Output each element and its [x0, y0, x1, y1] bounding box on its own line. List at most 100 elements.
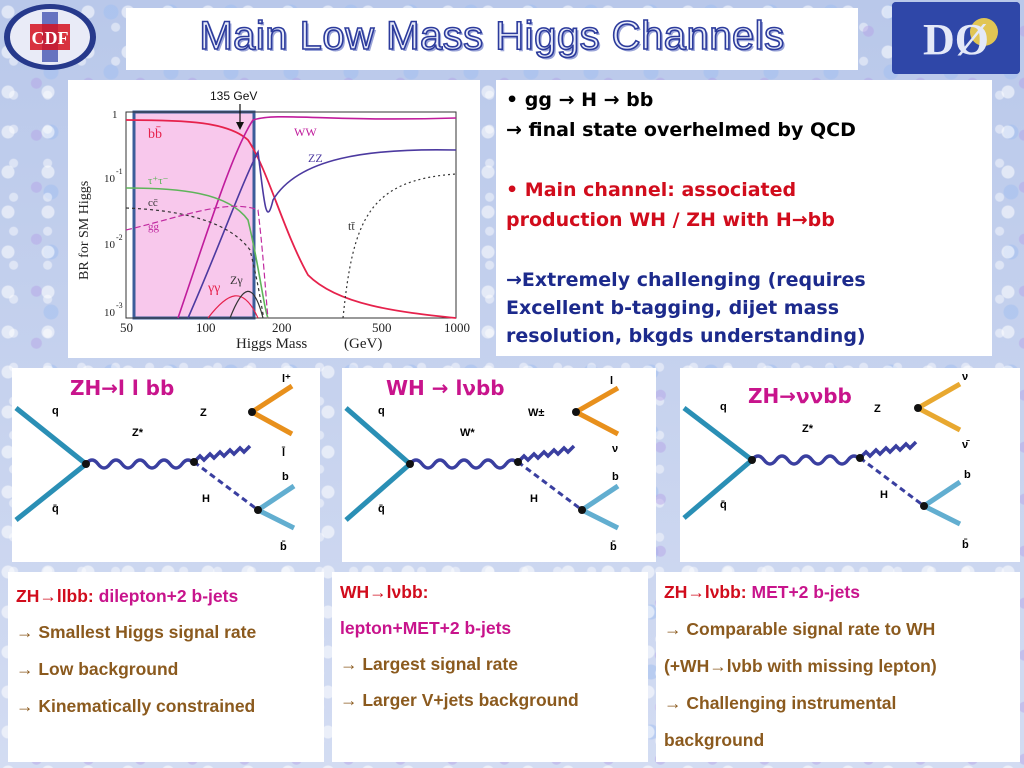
label-h: H — [880, 489, 888, 501]
branching-ratio-plot: 1 10 -1 10 -2 10 -3 50 100 200 500 1000 … — [68, 80, 480, 358]
label-gg: gg — [148, 221, 160, 233]
bullet-2-line-1: Main channel: associated — [524, 179, 797, 201]
label-b2: b̄ — [280, 541, 287, 553]
bullet-panel: • gg → H → bb → final state overhelmed b… — [496, 80, 992, 356]
curve-tt — [342, 173, 457, 319]
label-v: Z — [874, 403, 881, 415]
bullet-3-line-3: resolution, bkgds understanding) — [506, 325, 866, 347]
label-boson: W* — [460, 427, 475, 439]
diagram-2-title: WH → lνbb — [386, 376, 505, 400]
curve-gg — [125, 205, 269, 319]
label-tt: tt̄ — [348, 219, 355, 233]
low-mass-region — [134, 112, 254, 318]
y-tick-exp1: -1 — [116, 167, 123, 176]
label-tautau: τ⁺τ⁻ — [148, 175, 169, 187]
x-axis-unit: (GeV) — [344, 336, 382, 352]
x-tick-100: 100 — [196, 320, 216, 335]
desc-zh-vvbb: ZH→lνbb: MET+2 b-jets → Comparable signa… — [656, 572, 1020, 762]
label-q: q — [52, 405, 59, 417]
label-b2: b̄ — [962, 539, 969, 551]
label-qbar: q̄ — [720, 499, 727, 511]
y-tick-10c: 10 — [104, 307, 116, 319]
curve-ww — [177, 116, 457, 319]
page-title: Main Low Mass Higgs Channels — [199, 13, 785, 59]
label-boson: Z* — [132, 427, 144, 439]
label-f1: l — [610, 375, 613, 387]
cdf-logo: CDF — [2, 2, 98, 72]
diagram-zh-vvbb: ZH→ννbb q q̄ Z* Z H ν ν̄ b b̄ — [680, 368, 1020, 562]
d0-logo: DØ — [892, 2, 1020, 74]
label-v: W± — [528, 407, 544, 419]
desc-3-line-1: → Comparable signal rate to WH — [664, 619, 936, 639]
desc-2-line-2: → Larger V+jets background — [340, 690, 579, 710]
label-qbar: q̄ — [52, 503, 59, 515]
desc-3-head-b: MET+2 b-jets — [751, 582, 860, 602]
x-tick-1000: 1000 — [444, 320, 470, 335]
d0-logo-text: DØ — [923, 15, 989, 64]
diagram-zh-llbb: ZH→l l bb q q̄ Z* Z H l⁺ l̄ b b̄ — [12, 368, 320, 562]
desc-2-head-b: lepton+MET+2 b-jets — [340, 618, 512, 638]
bullet-3-line-2: Excellent b-tagging, dijet mass — [506, 297, 840, 319]
desc-1-head-a: ZH→llbb: — [16, 586, 94, 606]
x-tick-50: 50 — [120, 320, 133, 335]
curve-bb — [125, 119, 457, 319]
mass-annotation: 135 GeV — [210, 89, 257, 103]
label-f2: ν — [612, 443, 618, 455]
label-b1: b — [612, 471, 619, 483]
diagram-3-title: ZH→ννbb — [748, 384, 852, 408]
desc-1-heading: ZH→llbb: dilepton+2 b-jets — [16, 586, 238, 607]
title-box: Main Low Mass Higgs Channels — [126, 8, 858, 70]
x-tick-200: 200 — [272, 320, 292, 335]
diagram-1-title: ZH→l l bb — [70, 376, 175, 400]
label-boson: Z* — [802, 423, 814, 435]
label-f1: l⁺ — [282, 373, 291, 385]
label-v: Z — [200, 407, 207, 419]
label-f1: ν — [962, 371, 968, 383]
desc-3-line-2: (+WH→lνbb with missing lepton) — [664, 656, 937, 676]
label-b1: b — [282, 471, 289, 483]
curve-zgamma — [229, 290, 264, 319]
y-tick-exp2: -2 — [116, 233, 123, 242]
bullet-2: • Main channel: associated — [506, 176, 796, 204]
bullet-1: • gg → H → bb — [506, 86, 653, 114]
label-zgamma: Zγ — [230, 273, 243, 287]
label-bb: bb̄ — [148, 126, 162, 142]
label-cc: cc̄ — [148, 197, 158, 209]
desc-1-line-1: → Smallest Higgs signal rate — [16, 622, 257, 642]
desc-2-head-a: WH→lνbb: — [340, 582, 429, 602]
curve-zz — [187, 148, 457, 319]
desc-3-line-4: background — [664, 730, 765, 750]
y-tick-exp3: -3 — [116, 301, 123, 310]
desc-3-heading: ZH→lνbb: MET+2 b-jets — [664, 582, 860, 603]
desc-1-line-2: → Low background — [16, 659, 179, 679]
bullet-3-line-1: →Extremely challenging (requires — [506, 269, 866, 291]
label-zz: ZZ — [308, 151, 323, 165]
label-qbar: q̄ — [378, 503, 385, 515]
desc-1-head-b: dilepton+2 b-jets — [98, 586, 239, 606]
desc-2-line-1: → Largest signal rate — [340, 654, 518, 674]
y-axis-label: BR for SM Higgs — [77, 181, 92, 280]
desc-1-line-3: → Kinematically constrained — [16, 696, 256, 716]
curve-tautau — [125, 187, 269, 319]
label-q: q — [378, 405, 385, 417]
bullet-2-line-2: production WH / ZH with H→bb — [506, 209, 835, 231]
y-tick-10b: 10 — [104, 239, 116, 251]
cdf-logo-text: CDF — [32, 28, 69, 48]
label-q: q — [720, 401, 727, 413]
label-b2: b̄ — [610, 541, 617, 553]
bullet-1-line-2: → final state overhelmed by QCD — [506, 119, 856, 141]
desc-wh-lvbb: WH→lνbb: lepton+MET+2 b-jets → Largest s… — [332, 572, 648, 762]
bullet-1-line-1: gg → H → bb — [524, 89, 654, 111]
diagram-wh-lvbb: WH → lνbb q q̄ W* W± H l ν b b̄ — [342, 368, 656, 562]
label-f2: l̄ — [282, 447, 286, 459]
label-gammagamma: γγ — [207, 281, 220, 296]
label-ww: WW — [294, 125, 317, 139]
label-h: H — [530, 493, 538, 505]
x-tick-500: 500 — [372, 320, 392, 335]
curve-gammagamma — [207, 295, 259, 319]
label-b1: b — [964, 469, 971, 481]
bullet-2-dot: • — [506, 179, 519, 201]
x-axis-label: Higgs Mass — [236, 336, 307, 352]
y-tick-10a: 10 — [104, 173, 116, 185]
bullet-1-dot: • — [506, 89, 519, 111]
